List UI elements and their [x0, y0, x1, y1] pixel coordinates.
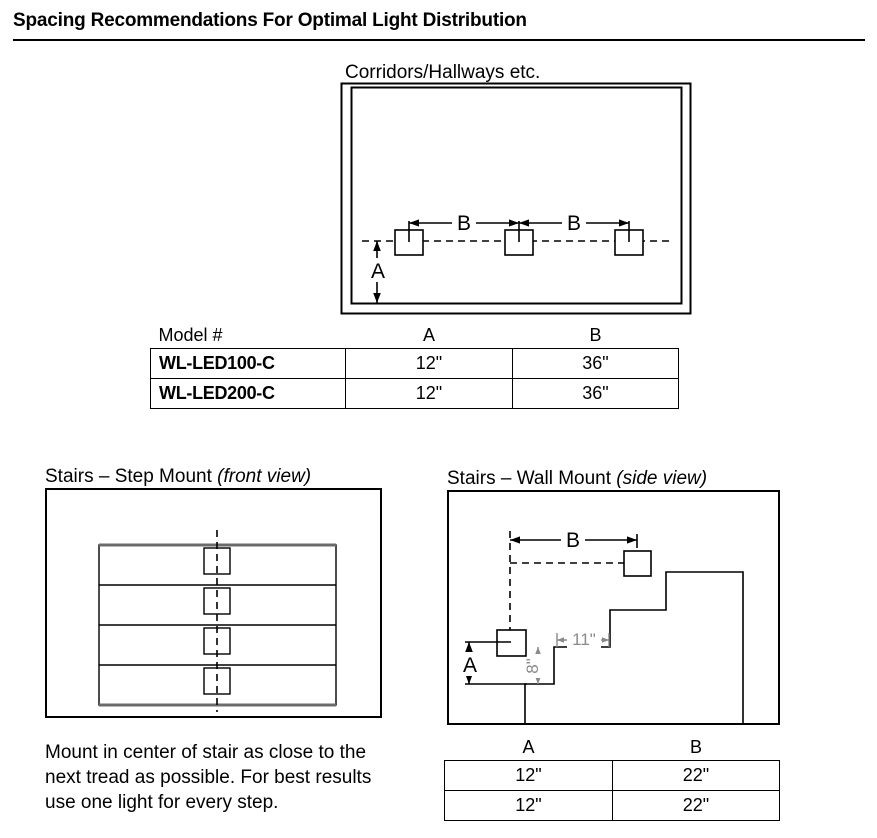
corridor-dimension-b-left-label: B — [457, 212, 471, 235]
corridor-dimension-a: A — [368, 241, 388, 303]
corridor-inner-wall — [350, 86, 683, 305]
corridor-dimension-b-right: B — [519, 210, 629, 235]
wall-mount-dimension-b-label: B — [566, 529, 580, 552]
wall-mount-heading-view: (side view) — [616, 468, 708, 489]
table-header-row: Model # A B — [151, 322, 679, 349]
wall-mount-dimension-b: B — [510, 527, 638, 552]
title-divider — [13, 39, 865, 41]
corridor-spec-table: Model # A B WL-LED100-C 12" 36" WL-LED20… — [150, 322, 679, 409]
corridor-dimension-a-label: A — [371, 260, 385, 283]
column-header-a: A — [422, 324, 435, 345]
wall-mount-diagram: B A 8" 11" — [447, 490, 780, 725]
wall-mount-heading-main: Stairs – Wall Mount — [447, 468, 617, 489]
cell-b: 36" — [512, 378, 679, 409]
table-row: 12" 22" — [444, 760, 780, 791]
cell-a: 12" — [345, 348, 513, 379]
cell-a: 12" — [444, 760, 613, 791]
column-header-b: B — [689, 736, 702, 757]
corridor-dimension-b-left: B — [409, 210, 519, 235]
cell-model: WL-LED200-C — [150, 378, 346, 409]
page-title: Spacing Recommendations For Optimal Ligh… — [13, 10, 527, 31]
table-row: WL-LED200-C 12" 36" — [150, 378, 679, 409]
wall-mount-dimension-riser-label: 8" — [523, 658, 542, 674]
wall-mount-light-fixture-lower — [496, 629, 527, 657]
corridor-light-fixture — [614, 221, 644, 256]
step-mount-light-fixture — [203, 547, 231, 575]
column-header-model: Model # — [158, 324, 223, 345]
wall-mount-light-fixture-upper — [623, 550, 652, 577]
corridor-light-fixture — [394, 221, 424, 256]
cell-b: 36" — [512, 348, 679, 379]
step-mount-light-fixture — [203, 667, 231, 695]
wall-mount-spec-table: A B 12" 22" 12" 22" — [444, 734, 780, 821]
corridor-section-heading: Corridors/Hallways etc. — [345, 62, 541, 83]
wall-mount-frame — [447, 490, 780, 725]
corridor-dimension-b-right-label: B — [567, 212, 581, 235]
wall-mount-section-heading: Stairs – Wall Mount (side view) — [447, 468, 707, 490]
column-header-b: B — [589, 324, 602, 345]
step-mount-heading-main: Stairs – Step Mount — [45, 466, 218, 487]
corridor-diagram: A B B — [340, 82, 695, 320]
table-row: WL-LED100-C 12" 36" — [150, 348, 679, 379]
cell-b: 22" — [612, 790, 780, 821]
cell-a: 12" — [345, 378, 513, 409]
staircase-profile — [524, 571, 744, 723]
step-mount-diagram — [45, 488, 382, 718]
table-row: 12" 22" — [444, 790, 780, 821]
step-mount-heading-view: (front view) — [217, 466, 312, 487]
wall-mount-dimension-a-label: A — [463, 654, 477, 677]
wall-mount-dimension-a: A — [459, 641, 527, 685]
step-mount-frame — [45, 488, 382, 718]
wall-mount-dimension-riser: 8" — [523, 647, 547, 684]
cell-model: WL-LED100-C — [150, 348, 346, 379]
wall-mount-dimension-tread-label: 11" — [572, 630, 596, 649]
step-mount-light-fixture — [203, 627, 231, 655]
wall-mount-dimension-tread: 11" — [556, 629, 610, 649]
step-mount-section-heading: Stairs – Step Mount (front view) — [45, 466, 311, 488]
cell-b: 22" — [612, 760, 780, 791]
table-header-row: A B — [445, 734, 780, 761]
step-mount-caption: Mount in center of stair as close to the… — [45, 742, 372, 814]
column-header-a: A — [522, 736, 535, 757]
corridor-outer-wall — [340, 82, 692, 315]
cell-a: 12" — [444, 790, 613, 821]
corridor-light-fixture — [504, 221, 534, 256]
step-mount-light-fixture — [203, 587, 231, 615]
